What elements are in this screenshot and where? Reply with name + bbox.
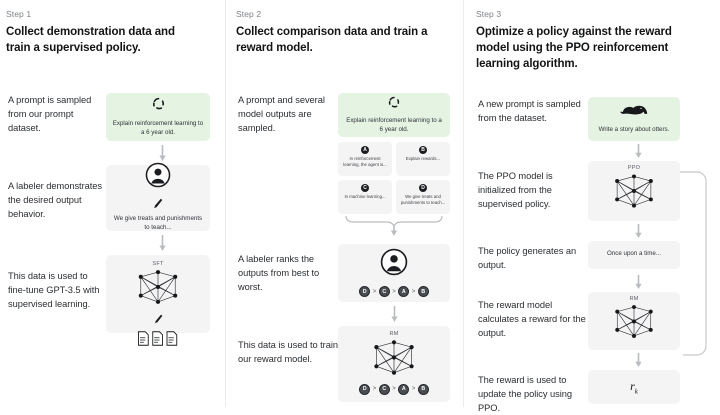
neural-network-icon	[611, 173, 657, 214]
step-2-output-d: D We give treats and punishments to teac…	[396, 179, 450, 214]
person-circle-icon	[145, 162, 171, 193]
step-3-label: Step 3	[476, 9, 502, 19]
step-2-output-b-text: Explain rewards...	[405, 155, 441, 161]
person-circle-icon	[380, 248, 408, 281]
rank-1: D	[359, 286, 371, 298]
pencil-icon	[153, 196, 163, 214]
step-3-column: Step 3 Optimize a policy against the rew…	[464, 0, 720, 413]
step-2-output-a-text: In reinforcement learning, the agent is.…	[343, 155, 387, 167]
arrow-down-2	[106, 234, 218, 251]
arrow-down-6	[588, 274, 688, 289]
step-3-prompt-text: Write a story about otters.	[598, 125, 670, 133]
step-3-rm-title: RM	[629, 295, 639, 302]
step-3-ppo-title: PPO	[627, 164, 641, 171]
neural-network-icon	[134, 269, 182, 310]
neural-network-icon	[370, 339, 418, 381]
step-1-sft-card: SFT	[106, 254, 210, 346]
step-3-output-card: Once upon a time...	[588, 240, 680, 269]
column-divider-1	[225, 0, 226, 407]
step-1-title: Collect demonstration data and train a s…	[6, 26, 175, 54]
rm-rank-sep-2: >	[392, 386, 396, 393]
rank-4: B	[417, 286, 429, 298]
neural-network-icon	[611, 304, 657, 344]
step-2-label: Step 2	[236, 9, 262, 19]
step-3-caption-3: The policy generates an output.	[478, 245, 577, 270]
step-3-prompt-card: Write a story about otters.	[588, 96, 680, 141]
step-2-output-b: B Explain rewards...	[396, 141, 450, 176]
step-2-output-c-text: In machine learning...	[344, 193, 386, 199]
step-3-caption-5: The reward is used to update the policy …	[478, 374, 572, 414]
step-2-output-c: C In machine learning...	[338, 179, 392, 214]
recycle-loop-icon	[151, 96, 166, 116]
step-3-caption-2: The PPO model is initialized from the su…	[478, 170, 553, 209]
pencil-icon	[154, 311, 163, 329]
step-2-output-a: A In reinforcement learning, the agent i…	[338, 141, 392, 176]
reward-symbol-subscript: k	[634, 387, 638, 396]
step-2-ranking: D > C > A > B	[359, 286, 429, 298]
rm-rank-4: B	[417, 383, 429, 395]
step-2-caption-3: This data is used to train our reward mo…	[238, 339, 338, 364]
step-3-title: Optimize a policy against the reward mod…	[476, 26, 672, 70]
step-1-caption-1: A prompt is sampled from our prompt data…	[8, 94, 92, 133]
otter-icon	[620, 103, 648, 122]
step-2-title: Collect comparison data and train a rewa…	[236, 26, 428, 54]
step-2-caption-1: A prompt and several model outputs are s…	[238, 94, 325, 133]
step-1-prompt-card: Explain reinforcement learning to a 6 ye…	[106, 92, 210, 141]
arrow-down-5	[588, 223, 688, 238]
rank-sep-1: >	[372, 288, 377, 295]
step-2-column: Step 2 Collect comparison data and train…	[226, 0, 464, 407]
step-3-output-text: Once upon a time...	[607, 250, 661, 258]
step-2-output-d-text: We give treats and punishments to teach.…	[400, 193, 446, 205]
step-1-sft-title: SFT	[152, 260, 164, 267]
step-2-rm-ranking: D > C > A > B	[359, 383, 429, 395]
rank-3: A	[398, 286, 410, 298]
step-1-caption-3: This data is used to fine-tune GPT-3.5 w…	[8, 270, 100, 309]
rm-rank-2: C	[378, 383, 390, 395]
step-1-labeler-card: We give treats and punishments to teach.…	[106, 162, 210, 232]
step-3-caption-1: A new prompt is sampled from the dataset…	[478, 98, 581, 123]
step-2-caption-2: A labeler ranks the outputs from best to…	[238, 253, 320, 292]
step-1-caption-2: A labeler demonstrates the desired outpu…	[8, 180, 102, 219]
step-1-column: Step 1 Collect demonstration data and tr…	[0, 0, 226, 407]
step-2-rm-title: RM	[389, 330, 399, 337]
rm-rank-sep-3: >	[411, 386, 416, 393]
badge-b: B	[419, 145, 427, 154]
rank-sep-3: >	[411, 288, 416, 295]
rank-2: C	[378, 286, 390, 298]
badge-a: A	[361, 145, 369, 154]
badge-c: C	[361, 183, 369, 192]
badge-d: D	[419, 183, 427, 192]
arrow-down-1	[106, 144, 218, 161]
reward-symbol-base: r	[630, 378, 635, 393]
arrow-down-3	[338, 305, 450, 322]
step-2-rm-card: RM	[338, 325, 450, 402]
rank-sep-2: >	[392, 288, 396, 295]
step-3-ppo-card: PPO	[588, 160, 680, 221]
step-2-ranker-card: D > C > A > B	[338, 243, 450, 302]
step-1-prompt-text: Explain reinforcement learning to a 6 ye…	[112, 119, 204, 136]
step-1-labeler-text: We give treats and punishments to teach.…	[113, 215, 203, 232]
recycle-loop-icon	[387, 95, 401, 114]
arrow-down-7	[588, 352, 688, 367]
brace-merge-arrow	[338, 214, 450, 241]
rm-rank-sep-1: >	[372, 386, 377, 393]
rm-rank-1: D	[359, 383, 371, 395]
step-2-prompt-text: Explain reinforcement learning to a 6 ye…	[346, 116, 442, 133]
rm-rank-3: A	[398, 383, 410, 395]
reward-symbol: rk	[630, 379, 638, 395]
step-3-reward-card: rk	[588, 369, 680, 404]
step-3-rm-card: RM	[588, 291, 680, 350]
step-2-prompt-card: Explain reinforcement learning to a 6 ye…	[338, 92, 450, 137]
arrow-down-4	[588, 143, 688, 158]
column-divider-2	[463, 0, 464, 407]
step-1-label: Step 1	[6, 9, 32, 19]
step-3-caption-4: The reward model calculates a reward for…	[478, 299, 586, 339]
documents-icon	[137, 331, 179, 351]
